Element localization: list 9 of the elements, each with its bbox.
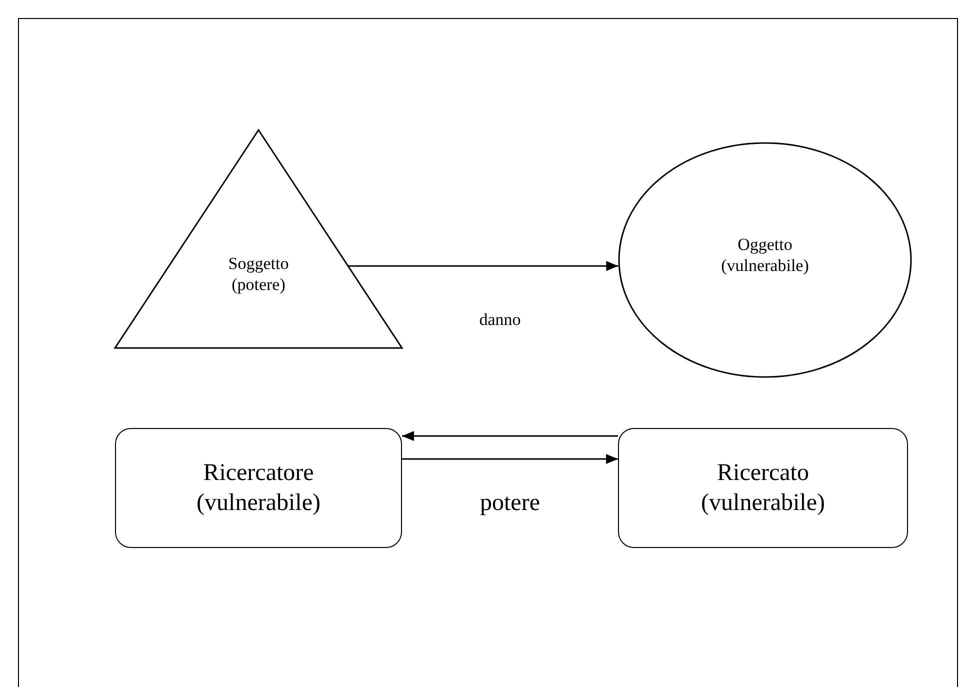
node-label: Soggetto (potere) (227, 252, 290, 296)
node-label: Ricercato (vulnerabile) (700, 459, 826, 518)
rounded-box (115, 428, 402, 548)
node-label: Oggetto (vulnerabile) (720, 234, 810, 276)
node-label: Ricercatore (vulnerabile) (196, 459, 322, 518)
arrow (402, 431, 618, 441)
rounded-box (618, 428, 908, 548)
arrow (348, 261, 618, 271)
arrow (402, 454, 618, 464)
